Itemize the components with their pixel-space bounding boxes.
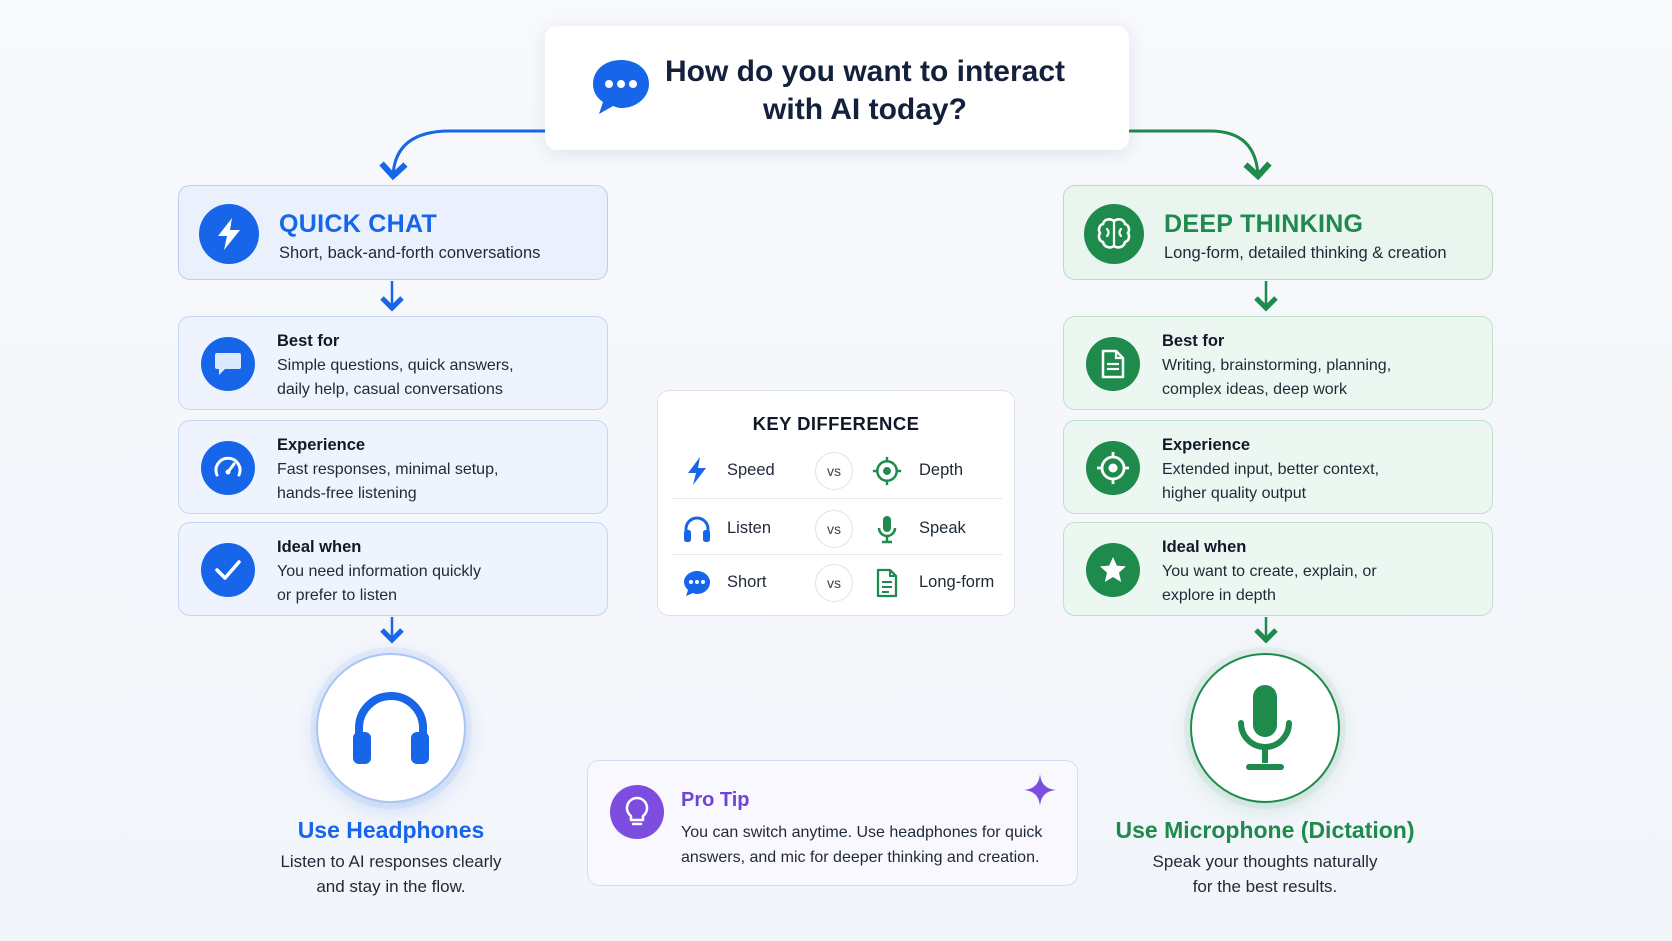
comparison-row: Speed vs Depth — [672, 446, 1002, 496]
deep-thinking-experience-card: Experience Extended input, better contex… — [1063, 420, 1493, 514]
header-card: How do you want to interact with AI toda… — [545, 26, 1129, 150]
deep-thinking-best-for-card: Best for Writing, brainstorming, plannin… — [1063, 316, 1493, 410]
headphones-icon — [353, 692, 429, 764]
comparison-row: Listen vs Speak — [672, 504, 1002, 554]
brain-icon — [1084, 204, 1144, 264]
deep-thinking-ideal-when-card: Ideal when You want to create, explain, … — [1063, 522, 1493, 616]
info-text: complex ideas, deep work — [1162, 381, 1347, 398]
info-text: Fast responses, minimal setup, — [277, 461, 499, 478]
info-text: explore in depth — [1162, 587, 1276, 604]
divider — [672, 498, 1002, 499]
target-icon — [872, 456, 902, 486]
headphones-icon — [684, 516, 710, 542]
info-text: daily help, casual conversations — [277, 381, 503, 398]
star-icon — [1086, 543, 1140, 597]
quick-chat-experience-card: Experience Fast responses, minimal setup… — [178, 420, 608, 514]
vs-badge: vs — [815, 564, 853, 602]
quick-chat-title: QUICK CHAT — [279, 210, 438, 238]
pro-tip-card: Pro Tip You can switch anytime. Use head… — [587, 760, 1078, 886]
comparison-right-label: Long-form — [919, 573, 995, 591]
divider — [672, 554, 1002, 555]
checkmark-icon — [201, 543, 255, 597]
comparison-right-label: Depth — [919, 461, 964, 479]
info-text: hands-free listening — [277, 485, 417, 502]
microphone-icon — [1238, 685, 1292, 770]
lightbulb-icon — [610, 785, 664, 839]
microphone-icon — [877, 516, 897, 544]
comparison-right-label: Speak — [919, 519, 966, 537]
quick-chat-card[interactable]: QUICK CHAT Short, back-and-forth convers… — [178, 185, 608, 280]
info-text: Extended input, better context, — [1162, 461, 1380, 478]
headphones-description: Listen to AI responses clearly and stay … — [280, 852, 502, 896]
lightning-icon — [199, 204, 259, 264]
document-icon — [1086, 337, 1140, 391]
deep-thinking-title: DEEP THINKING — [1164, 210, 1364, 238]
deep-thinking-card[interactable]: DEEP THINKING Long-form, detailed thinki… — [1063, 185, 1493, 280]
quick-chat-ideal-when-card: Ideal when You need information quickly … — [178, 522, 608, 616]
speedometer-icon — [201, 441, 255, 495]
info-title: Ideal when — [1162, 538, 1247, 556]
deep-thinking-subtitle: Long-form, detailed thinking & creation — [1164, 244, 1447, 262]
info-title: Best for — [277, 332, 340, 350]
lightning-icon — [688, 457, 706, 485]
info-title: Experience — [277, 436, 366, 454]
info-title: Experience — [1162, 436, 1251, 454]
comparison-left-label: Speed — [727, 461, 775, 479]
comparison-row: Short vs Long-form — [672, 558, 1002, 608]
key-difference-title: KEY DIFFERENCE — [752, 413, 920, 434]
info-text: higher quality output — [1162, 485, 1307, 502]
vs-badge: vs — [815, 452, 853, 490]
info-title: Ideal when — [277, 538, 362, 556]
key-difference-card: KEY DIFFERENCE Speed vs Depth Listen vs … — [657, 390, 1015, 616]
info-text: Simple questions, quick answers, — [277, 357, 514, 374]
comparison-left-label: Listen — [727, 519, 772, 537]
target-icon — [1086, 441, 1140, 495]
page-title: How do you want to interact with AI toda… — [665, 55, 1066, 126]
pro-tip-text: You can switch anytime. Use headphones f… — [681, 824, 1043, 841]
chat-dots-icon — [684, 571, 710, 596]
info-text: You want to create, explain, or — [1162, 563, 1377, 580]
microphone-title: Use Microphone (Dictation) — [1115, 817, 1415, 843]
pro-tip-text: answers, and mic for deeper thinking and… — [681, 849, 1040, 866]
info-title: Best for — [1162, 332, 1225, 350]
quick-chat-subtitle: Short, back-and-forth conversations — [279, 244, 541, 262]
chat-bubble-icon — [201, 337, 255, 391]
headphones-title: Use Headphones — [297, 817, 485, 843]
microphone-circle — [1190, 653, 1340, 803]
info-text: You need information quickly — [277, 563, 481, 580]
comparison-left-label: Short — [727, 573, 767, 591]
pro-tip-title: Pro Tip — [681, 789, 750, 811]
info-text: Writing, brainstorming, planning, — [1162, 357, 1392, 374]
vs-badge: vs — [815, 510, 853, 548]
info-text: or prefer to listen — [277, 587, 398, 604]
microphone-description: Speak your thoughts naturally for the be… — [1152, 852, 1378, 896]
chat-dots-icon — [593, 60, 649, 114]
headphones-circle — [316, 653, 466, 803]
quick-chat-best-for-card: Best for Simple questions, quick answers… — [178, 316, 608, 410]
document-icon — [876, 568, 898, 598]
sparkle-icon — [1024, 774, 1056, 806]
